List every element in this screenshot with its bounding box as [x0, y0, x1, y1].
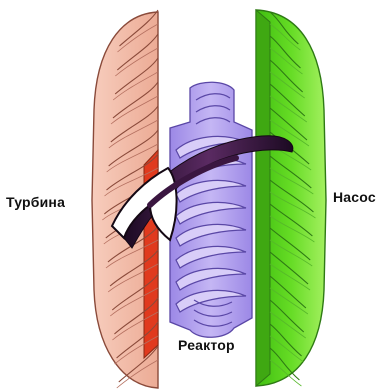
- pump-label: Насос: [333, 189, 376, 205]
- pump-hub: [256, 10, 270, 386]
- reactor-wheel: [170, 82, 252, 337]
- pump-wheel: [256, 10, 326, 386]
- turbine-label: Турбина: [6, 194, 65, 210]
- reactor-label: Реактор: [178, 337, 235, 353]
